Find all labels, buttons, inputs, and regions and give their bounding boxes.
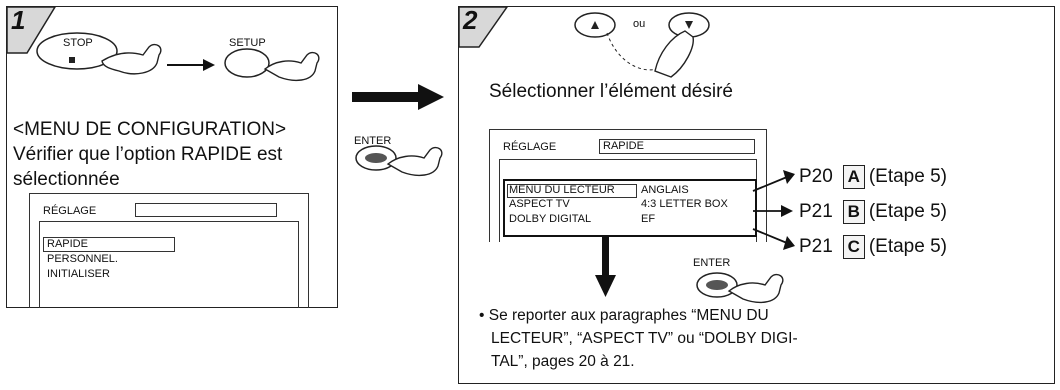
step1-number: 1 [11,5,26,35]
step1-screen-inner [39,221,299,308]
enter-label-step2: ENTER [693,257,731,269]
ref-c: P21 C(Etape 5) [799,235,947,259]
ref-c-note: (Etape 5) [868,236,947,258]
step2-number: 2 [463,5,478,35]
row-aspect-tv-value: 4:3 LETTER BOX [641,198,728,210]
note-line2: LECTEUR”, “ASPECT TV” ou “DOLBY DIGI- [491,330,798,347]
setup-label: SETUP [229,37,266,49]
step1-screen-header-label: RÉGLAGE [43,205,97,217]
setup-button-illustration [224,48,320,82]
or-label: ou [633,18,646,30]
config-menu-title: <MENU DE CONFIGURATION> [13,119,287,140]
step1-screen-header-box [135,203,277,217]
step1-highlight-rapide [43,237,175,252]
ref-a-note: (Etape 5) [868,166,947,188]
enter-label-between: ENTER [354,135,392,147]
row-menu-du-lecteur-name: MENU DU LECTEUR [509,184,615,196]
ref-a: P20 A(Etape 5) [799,165,947,189]
step2-screen-header-value: RAPIDE [603,140,644,152]
enter-button-step2-illustration [696,272,784,304]
up-down-buttons-illustration [574,12,710,78]
step2-screen-header-label: RÉGLAGE [503,141,557,153]
step2-row-cursor [507,184,637,198]
step2-tab-shape [458,6,509,48]
row-menu-du-lecteur-value: ANGLAIS [641,184,689,196]
ref-b-note: (Etape 5) [868,201,947,223]
step1-screen [29,193,309,308]
ref-b-letter: B [842,200,865,224]
note-line3: TAL”, pages 20 à 21. [491,353,635,370]
step2-instruction: Sélectionner l’élément désiré [489,81,733,102]
step1-instruction-line1: Vérifier que l’option RAPIDE est [13,144,283,165]
step1-item-initialiser: INITIALISER [47,268,110,280]
ref-a-letter: A [842,165,865,189]
step1-arrow-icon [167,59,215,71]
row-dolby-digital-name: DOLBY DIGITAL [509,213,592,225]
ref-a-page: P20 [799,166,833,188]
ref-c-letter: C [842,235,865,259]
step2-rows-highlight [503,179,757,237]
step2-screen-header-box [599,139,755,154]
row-aspect-tv-name: ASPECT TV [509,198,570,210]
step1-instruction-line2: sélectionnée [13,169,120,190]
step2-panel: 2 ou Sélectionner l’élément désiré RÉGLA… [458,5,1055,384]
step1-tab-shape [6,6,57,54]
stop-button-illustration [36,32,162,75]
reference-arrows [595,170,795,297]
ref-c-page: P21 [799,236,833,258]
step1-item-personnel: PERSONNEL. [47,253,118,265]
note-line1: • Se reporter aux paragraphes “MENU DU [479,307,769,324]
row-dolby-digital-value: EF [641,213,656,225]
step1-panel: 1 STOP SETUP <MENU DE CONFIGURATION> Vér… [6,5,338,308]
ref-b-page: P21 [799,201,833,223]
step1-item-rapide: RAPIDE [47,238,88,250]
ref-b: P21 B(Etape 5) [799,200,947,224]
stop-label: STOP [63,37,93,49]
